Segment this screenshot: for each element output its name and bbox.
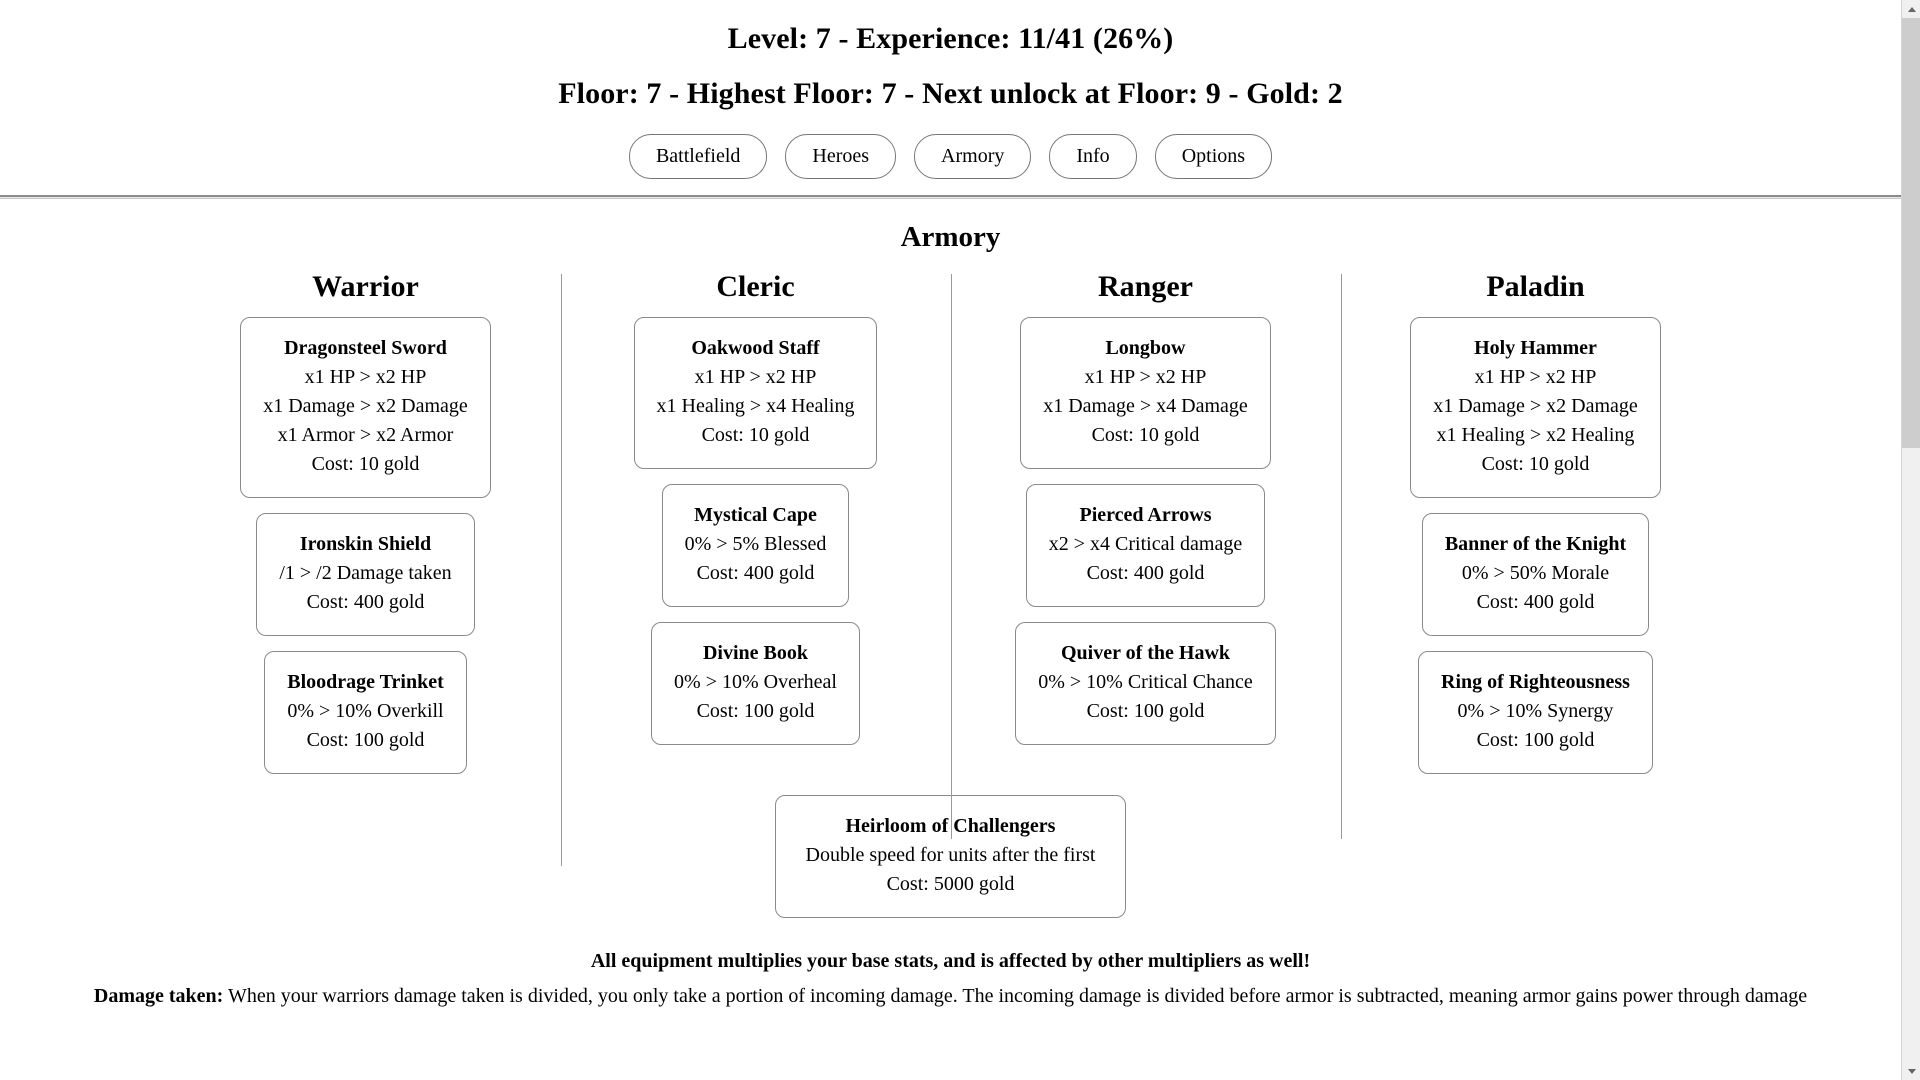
equipment-effect: x1 Healing > x2 Healing — [1436, 424, 1635, 446]
nav-button-heroes-label: Heroes — [812, 145, 870, 167]
page-title: Armory — [900, 221, 1001, 253]
nav-button-battlefield-label: Battlefield — [655, 145, 741, 167]
note-damage-taken-label: Damage taken: — [93, 985, 224, 1007]
equipment-card-divine-book[interactable]: Divine Book 0% > 10% Overheal Cost: 100 … — [651, 622, 860, 745]
equipment-card-ring-of-righteousness[interactable]: Ring of Righteousness 0% > 10% Synergy C… — [1418, 651, 1653, 774]
scroll-up-icon — [1907, 6, 1916, 12]
heirloom-section: Heirloom of Challengers Double speed for… — [0, 795, 1901, 918]
equipment-card-mystical-cape[interactable]: Mystical Cape 0% > 5% Blessed Cost: 400 … — [661, 484, 850, 607]
equipment-card-oakwood-staff[interactable]: Oakwood Staff x1 HP > x2 HP x1 Healing >… — [633, 317, 878, 469]
equipment-card-banner-of-the-knight[interactable]: Banner of the Knight 0% > 50% Morale Cos… — [1421, 513, 1650, 636]
equipment-cost: Cost: 400 gold — [1476, 591, 1595, 613]
equipment-cost: Cost: 100 gold — [1086, 700, 1205, 722]
note-headline: All equipment multiplies your base stats… — [590, 950, 1311, 972]
main-navigation: Battlefield Heroes Armory Info Options — [0, 134, 1901, 179]
equipment-card-dragonsteel-sword[interactable]: Dragonsteel Sword x1 HP > x2 HP x1 Damag… — [240, 317, 491, 498]
equipment-cost: Cost: 400 gold — [696, 562, 815, 584]
equipment-effect: 0% > 10% Overkill — [287, 700, 444, 722]
equipment-card-quiver-of-the-hawk[interactable]: Quiver of the Hawk 0% > 10% Critical Cha… — [1015, 622, 1276, 745]
status-line-floor-gold: Floor: 7 - Highest Floor: 7 - Next unloc… — [558, 77, 1343, 110]
equipment-name: Divine Book — [702, 642, 808, 664]
equipment-name: Longbow — [1105, 337, 1186, 359]
nav-button-heroes[interactable]: Heroes — [785, 134, 897, 179]
equipment-name: Quiver of the Hawk — [1060, 642, 1231, 664]
column-title-ranger: Ranger — [1098, 270, 1193, 303]
armory-columns: Warrior Dragonsteel Sword x1 HP > x2 HP … — [0, 270, 1901, 866]
equipment-cost: Cost: 400 gold — [1086, 562, 1205, 584]
equipment-cost: Cost: 10 gold — [701, 424, 810, 446]
equipment-name: Oakwood Staff — [691, 337, 820, 359]
equipment-effect: x1 Damage > x4 Damage — [1043, 395, 1248, 417]
equipment-effect: x1 Damage > x2 Damage — [1433, 395, 1638, 417]
nav-button-options[interactable]: Options — [1154, 134, 1273, 179]
equipment-effect: x1 HP > x2 HP — [304, 366, 427, 388]
nav-button-armory-label: Armory — [941, 145, 1005, 167]
nav-button-info[interactable]: Info — [1049, 134, 1137, 179]
column-title-cleric: Cleric — [716, 270, 795, 303]
equipment-name: Ironskin Shield — [299, 533, 432, 555]
equipment-cost: Cost: 10 gold — [1091, 424, 1200, 446]
equipment-cost: Cost: 10 gold — [1481, 453, 1590, 475]
equipment-effect: 0% > 10% Overheal — [674, 671, 837, 693]
status-line-level-experience: Level: 7 - Experience: 11/41 (26%) — [727, 22, 1174, 55]
equipment-effect: 0% > 50% Morale — [1461, 562, 1610, 584]
equipment-name: Banner of the Knight — [1444, 533, 1627, 555]
scroll-down-button[interactable] — [1902, 1062, 1920, 1080]
nav-button-info-label: Info — [1076, 145, 1110, 167]
armory-column-ranger: Ranger Longbow x1 HP > x2 HP x1 Damage >… — [950, 270, 1341, 839]
nav-button-armory[interactable]: Armory — [914, 134, 1032, 179]
equipment-name: Holy Hammer — [1474, 337, 1597, 359]
equipment-cost: Cost: 100 gold — [1476, 729, 1595, 751]
note-damage-taken-text: When your warriors damage taken is divid… — [223, 985, 1808, 1007]
equipment-card-longbow[interactable]: Longbow x1 HP > x2 HP x1 Damage > x4 Dam… — [1020, 317, 1271, 469]
equipment-card-bloodrage-trinket[interactable]: Bloodrage Trinket 0% > 10% Overkill Cost… — [264, 651, 467, 774]
equipment-cost: Cost: 100 gold — [696, 700, 815, 722]
equipment-name: Mystical Cape — [694, 504, 817, 526]
armory-column-warrior: Warrior Dragonsteel Sword x1 HP > x2 HP … — [171, 270, 561, 789]
scroll-down-icon — [1907, 1068, 1916, 1074]
equipment-card-heirloom-of-challengers[interactable]: Heirloom of Challengers Double speed for… — [774, 795, 1127, 918]
nav-button-battlefield[interactable]: Battlefield — [628, 134, 768, 179]
equipment-effect: x1 Healing > x4 Healing — [656, 395, 855, 417]
equipment-effect: x2 > x4 Critical damage — [1048, 533, 1243, 555]
armory-column-cleric: Cleric Oakwood Staff x1 HP > x2 HP x1 He… — [560, 270, 951, 866]
equipment-name: Bloodrage Trinket — [287, 671, 444, 693]
vertical-scrollbar[interactable] — [1901, 0, 1920, 1080]
equipment-effect: Double speed for units after the first — [805, 844, 1096, 866]
equipment-effect: /1 > /2 Damage taken — [279, 562, 452, 584]
nav-button-options-label: Options — [1181, 145, 1246, 167]
equipment-effect: x1 Armor > x2 Armor — [277, 424, 454, 446]
equipment-effect: x1 HP > x2 HP — [1084, 366, 1207, 388]
column-title-paladin: Paladin — [1486, 270, 1585, 303]
equipment-name: Ring of Righteousness — [1441, 671, 1630, 693]
column-title-warrior: Warrior — [312, 270, 419, 303]
equipment-cost: Cost: 5000 gold — [886, 873, 1015, 895]
equipment-effect: 0% > 5% Blessed — [684, 533, 827, 555]
armory-column-paladin: Paladin Holy Hammer x1 HP > x2 HP x1 Dam… — [1340, 270, 1731, 839]
header-divider — [0, 195, 1901, 199]
equipment-cost: Cost: 400 gold — [306, 591, 425, 613]
equipment-effect: x1 HP > x2 HP — [1474, 366, 1597, 388]
scrollbar-thumb[interactable] — [1902, 18, 1920, 448]
equipment-cost: Cost: 10 gold — [311, 453, 420, 475]
equipment-effect: x1 Damage > x2 Damage — [263, 395, 468, 417]
scroll-up-button[interactable] — [1902, 0, 1920, 18]
equipment-name: Pierced Arrows — [1079, 504, 1212, 526]
equipment-effect: 0% > 10% Critical Chance — [1038, 671, 1253, 693]
equipment-name: Dragonsteel Sword — [284, 337, 447, 359]
equipment-card-ironskin-shield[interactable]: Ironskin Shield /1 > /2 Damage taken Cos… — [256, 513, 475, 636]
equipment-card-holy-hammer[interactable]: Holy Hammer x1 HP > x2 HP x1 Damage > x2… — [1410, 317, 1661, 498]
note-damage-taken: Damage taken: When your warriors damage … — [10, 981, 1891, 1011]
equipment-card-pierced-arrows[interactable]: Pierced Arrows x2 > x4 Critical damage C… — [1025, 484, 1266, 607]
equipment-effect: 0% > 10% Synergy — [1457, 700, 1614, 722]
equipment-cost: Cost: 100 gold — [306, 729, 425, 751]
footer-notes: All equipment multiplies your base stats… — [0, 946, 1901, 1011]
equipment-effect: x1 HP > x2 HP — [694, 366, 817, 388]
equipment-name: Heirloom of Challengers — [845, 815, 1056, 837]
